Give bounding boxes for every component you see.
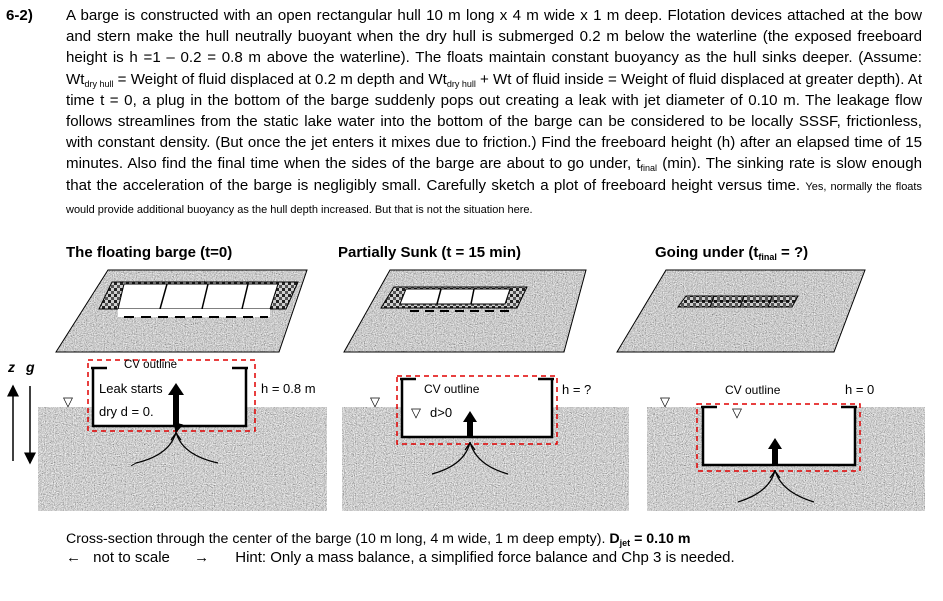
heading-partially-sunk: Partially Sunk (t = 15 min)	[338, 244, 521, 261]
problem-text-1: A barge is constructed with an open rect…	[66, 7, 922, 88]
heading-going-under: Going under (tfinal = ?)	[655, 244, 809, 262]
inside-water-symbol: ▽	[411, 405, 421, 420]
problem-body: A barge is constructed with an open rect…	[66, 5, 922, 221]
axis-z-label: z	[8, 359, 15, 375]
freeboard-label-1: h = 0.8 m	[261, 381, 316, 396]
right-arrow-icon: →	[194, 549, 210, 566]
problem-number: 6-2)	[6, 7, 33, 24]
barge-cross-section-1	[87, 359, 256, 467]
jet-diameter: Djet = 0.10 m	[609, 531, 691, 548]
left-arrow-icon: ←	[66, 549, 81, 566]
perspective-view-1	[55, 269, 308, 353]
axis-g-label: g	[26, 359, 35, 375]
waterline-symbol-3: ▽	[660, 394, 670, 409]
waterline-symbol-1: ▽	[63, 394, 73, 409]
problem-note: Yes, normally the floats would provide a…	[66, 180, 922, 216]
problem-text-3: + Wt of fluid inside = Weight of fluid d…	[66, 70, 923, 173]
cv-outline-label-2: CV outline	[424, 382, 480, 396]
subscript-dry-hull-1: dry hull	[84, 78, 114, 89]
not-to-scale-label: not to scale	[93, 549, 170, 566]
problem-statement: 6-2) A barge is constructed with an open…	[6, 5, 922, 221]
freeboard-label-3: h = 0	[845, 382, 875, 397]
dry-depth-label: dry d = 0.	[99, 404, 154, 419]
cv-outline-label-1: CV outline	[124, 359, 178, 371]
problem-text-2: = Weight of fluid displaced at 0.2 m dep…	[113, 70, 447, 88]
subscript-final: final	[640, 163, 658, 174]
cv-outline-label-3: CV outline	[725, 383, 781, 397]
perspective-view-3	[616, 269, 866, 353]
subscript-dry-hull-2: dry hull	[446, 78, 476, 89]
barge-cross-section-3	[696, 403, 861, 503]
heading-floating-barge: The floating barge (t=0)	[66, 244, 233, 261]
freeboard-label-2: h = ?	[562, 382, 592, 397]
footer-row: ← not to scale → Hint: Only a mass balan…	[66, 549, 735, 566]
inside-depth-label: d>0	[430, 405, 453, 420]
figure-caption: Cross-section through the center of the …	[66, 531, 691, 548]
barge-cross-section-2	[396, 375, 558, 475]
hint-text: Hint: Only a mass balance, a simplified …	[235, 549, 735, 566]
axis-indicator	[6, 384, 36, 465]
waterline-symbol-2: ▽	[370, 394, 380, 409]
problem-text-4: (min). The sinking rate is slow enough t…	[66, 155, 922, 194]
leak-starts-label: Leak starts	[99, 381, 163, 396]
inside-water-symbol-3: ▽	[732, 405, 742, 420]
perspective-view-2	[343, 269, 587, 353]
